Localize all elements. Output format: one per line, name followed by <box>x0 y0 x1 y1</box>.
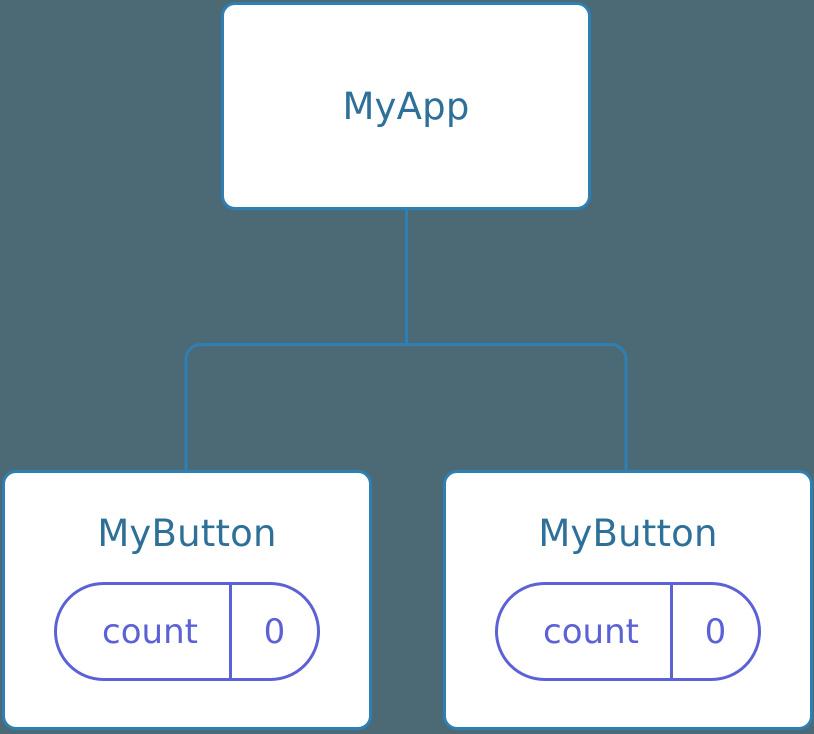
state-pill[interactable]: count 0 <box>54 582 320 681</box>
connector-to-right-child <box>406 343 628 472</box>
node-title: MyButton <box>97 512 277 555</box>
state-key: count <box>102 611 198 652</box>
state-pill-divider <box>670 585 673 678</box>
node-title: MyApp <box>342 84 470 128</box>
state-key: count <box>543 611 639 652</box>
node-myapp[interactable]: MyApp <box>221 2 591 210</box>
state-value: 0 <box>263 611 286 652</box>
state-value: 0 <box>704 611 727 652</box>
node-title: MyButton <box>538 512 718 555</box>
node-mybutton-right[interactable]: MyButton count 0 <box>443 470 813 730</box>
state-pill-divider <box>229 585 232 678</box>
node-mybutton-left[interactable]: MyButton count 0 <box>2 470 372 730</box>
state-pill[interactable]: count 0 <box>495 582 761 681</box>
connector-to-left-child <box>184 343 407 472</box>
